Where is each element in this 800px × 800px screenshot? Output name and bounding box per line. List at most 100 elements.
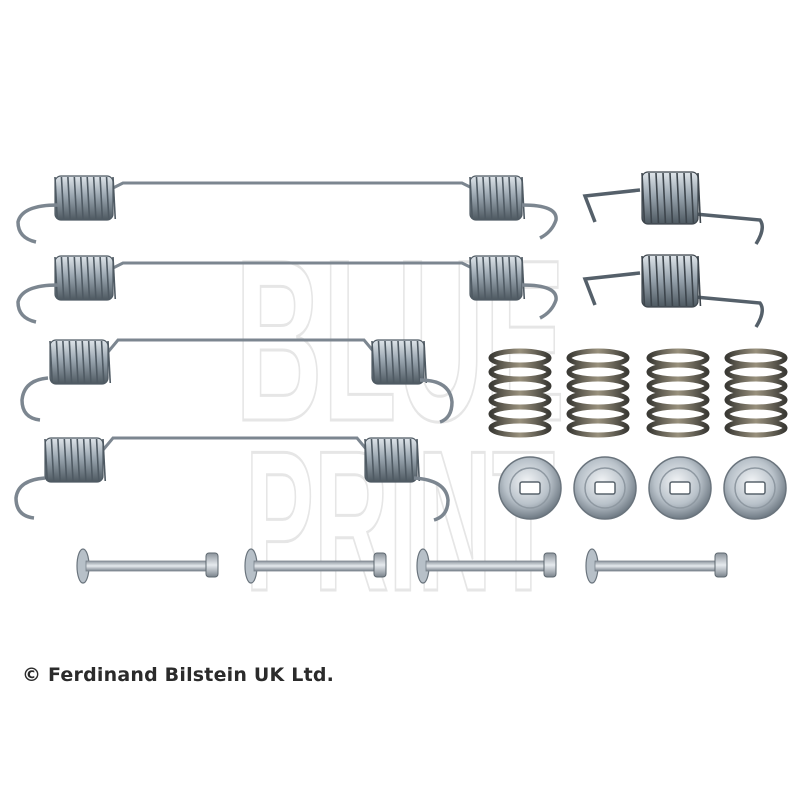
coil-turn	[92, 256, 97, 300]
coil-turn	[384, 340, 389, 384]
spring-hook	[521, 203, 558, 240]
coil-turn	[74, 340, 79, 384]
coil-turn	[676, 255, 681, 307]
spring-leg	[582, 188, 641, 223]
spring-cap-3	[648, 456, 712, 520]
hook-spring-1	[582, 171, 764, 245]
coil-turn	[383, 438, 388, 482]
coil-turn	[89, 438, 94, 482]
hold-down-pin-2	[244, 548, 387, 584]
coil-turn	[100, 340, 105, 384]
coil-turn	[370, 438, 375, 482]
coil-turn	[469, 176, 474, 220]
cap-slot	[519, 481, 541, 495]
coil	[44, 437, 107, 483]
coil-turn	[87, 340, 92, 384]
coil-turn	[86, 176, 91, 220]
coil-turn	[107, 340, 112, 384]
hook-spring-2	[582, 254, 764, 328]
pin-shaft	[85, 560, 215, 572]
pin-shaft	[425, 560, 553, 572]
coil	[49, 339, 112, 385]
coil-turn	[482, 256, 487, 300]
spring-hook	[20, 376, 49, 422]
coil-turn	[416, 340, 421, 384]
coil-turn	[697, 255, 702, 307]
coil	[469, 255, 526, 301]
spring-hook	[413, 476, 450, 522]
spring-cap-4	[723, 456, 787, 520]
cap-rim	[734, 467, 776, 509]
coil-turn	[488, 176, 493, 220]
coil-turn	[475, 256, 480, 300]
coil-turn	[99, 176, 104, 220]
hook-springs	[582, 171, 764, 328]
coil-turn	[81, 340, 86, 384]
coil-turn	[60, 176, 65, 220]
cap-slot	[744, 481, 766, 495]
spring-cap-2	[573, 456, 637, 520]
coil-turn	[105, 256, 110, 300]
spring-hook	[16, 283, 59, 324]
coil-turn	[364, 438, 369, 482]
coil-turn	[68, 340, 73, 384]
coil-turn	[662, 172, 667, 224]
coil-turn	[44, 438, 49, 482]
coil-turn	[521, 256, 526, 300]
coil-turn	[641, 172, 646, 224]
pin-tip	[205, 552, 219, 578]
long-spring-2	[16, 255, 558, 324]
coil-turn	[377, 438, 382, 482]
coil	[469, 175, 526, 221]
hold-down-pin-4	[585, 548, 728, 584]
coil-turn	[482, 176, 487, 220]
coil-turn	[92, 176, 97, 220]
long-spring-4	[14, 436, 450, 522]
coil-turn	[86, 256, 91, 300]
coil-turn	[403, 340, 408, 384]
coil-turn	[73, 256, 78, 300]
coil-turn	[54, 256, 59, 300]
coil-turn	[501, 176, 506, 220]
coil	[364, 437, 421, 483]
coil	[641, 254, 702, 308]
pin-shaft	[594, 560, 724, 572]
cap-slot	[669, 481, 691, 495]
coil-turn	[683, 255, 688, 307]
coil-turn	[55, 340, 60, 384]
coil-turn	[514, 256, 519, 300]
pin-tip	[714, 552, 728, 578]
spring-leg	[694, 295, 764, 328]
coil-turn	[648, 172, 653, 224]
coil-turn	[690, 255, 695, 307]
coil-turn	[94, 340, 99, 384]
spring-wire	[112, 181, 473, 190]
coil-turn	[488, 256, 493, 300]
coil-turn	[112, 176, 117, 220]
spring-hook	[14, 476, 46, 520]
coil-turn	[690, 172, 695, 224]
cap-rim	[659, 467, 701, 509]
coil-turn	[49, 340, 54, 384]
coil-turn	[423, 340, 428, 384]
coil	[371, 339, 428, 385]
spring-wire	[106, 338, 376, 353]
coil-turn	[396, 438, 401, 482]
coil-turn	[676, 172, 681, 224]
coil-turn	[508, 256, 513, 300]
coil-ring	[488, 418, 552, 438]
coil-turn	[371, 340, 376, 384]
coil-turn	[495, 176, 500, 220]
coil-turn	[521, 176, 526, 220]
coil-turn	[416, 438, 421, 482]
coil-turn	[63, 438, 68, 482]
coil-ring	[646, 418, 710, 438]
hold-down-pin-1	[76, 548, 219, 584]
coil-turn	[54, 176, 59, 220]
coil	[54, 175, 117, 221]
coil-turn	[469, 256, 474, 300]
coil-turn	[397, 340, 402, 384]
coil-ring	[566, 418, 630, 438]
coil-turn	[390, 340, 395, 384]
